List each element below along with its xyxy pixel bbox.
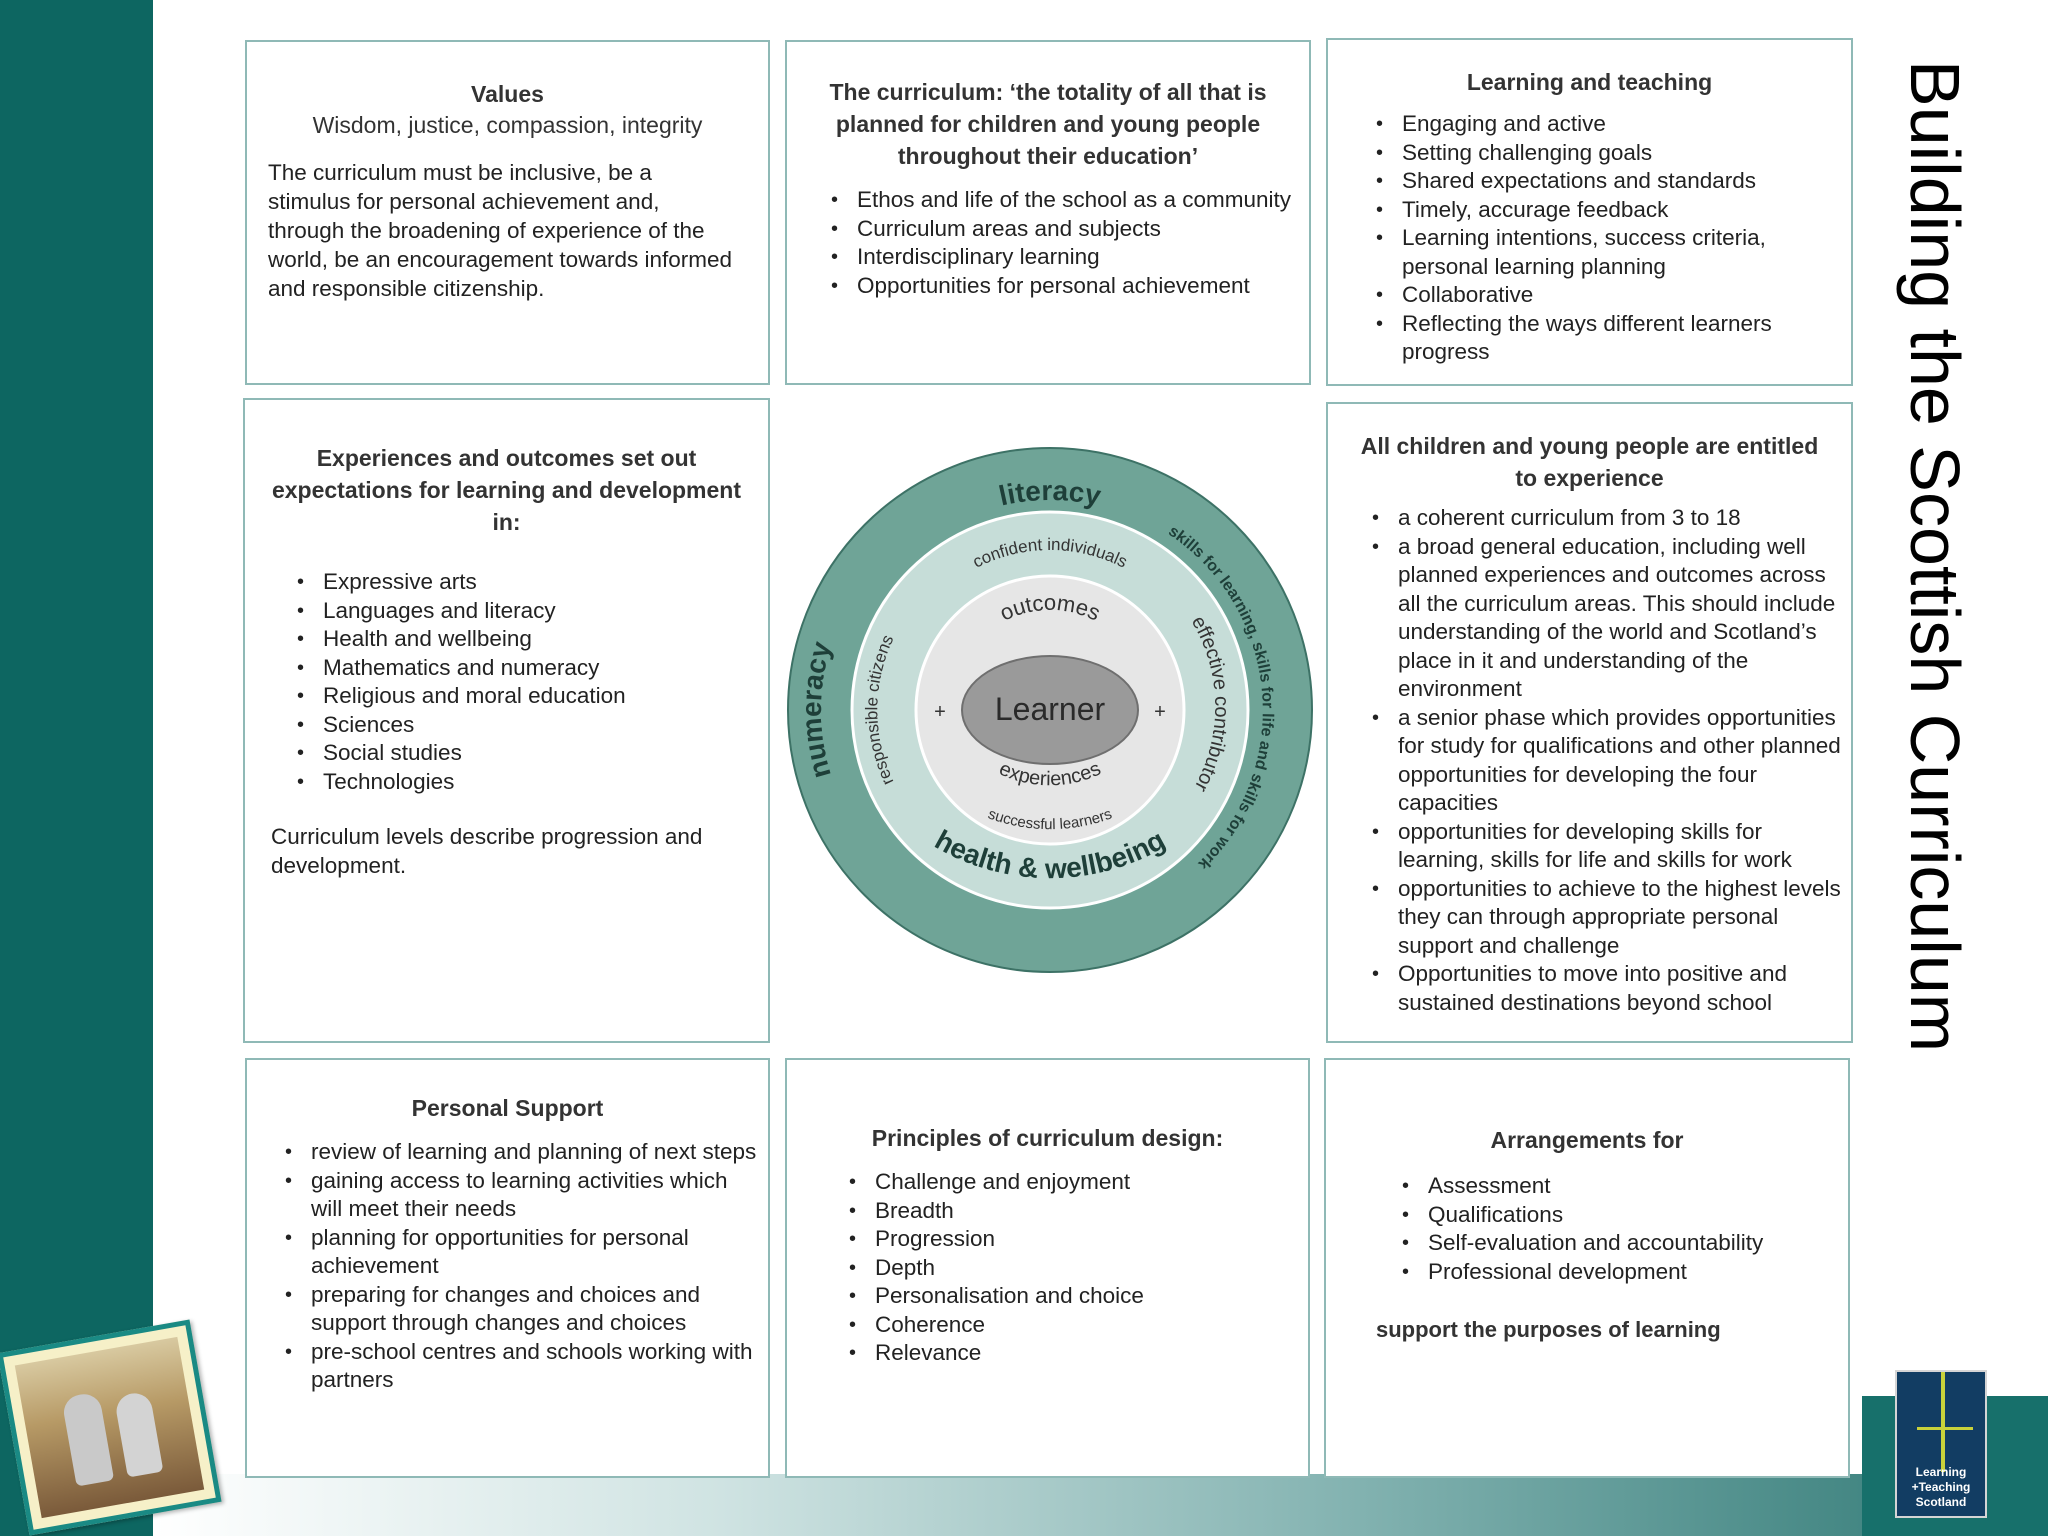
learning-teaching-scotland-logo: Learning +Teaching Scotland <box>1895 1370 1987 1518</box>
personal-support-list: review of learning and planning of next … <box>285 1138 762 1395</box>
list-item: Interdisciplinary learning <box>857 243 1301 272</box>
list-item: Religious and moral education <box>323 682 756 711</box>
list-item: Learning intentions, success criteria, p… <box>1402 224 1839 281</box>
arrangements-title: Arrangements for <box>1326 1124 1848 1156</box>
list-item: Assessment <box>1428 1172 1838 1201</box>
list-item: a senior phase which provides opportunit… <box>1398 704 1845 818</box>
list-item: Ethos and life of the school as a commun… <box>857 186 1301 215</box>
curriculum-list: Ethos and life of the school as a commun… <box>831 186 1301 300</box>
learning-teaching-title: Learning and teaching <box>1328 66 1851 98</box>
values-title: Values <box>247 78 768 110</box>
children-photo <box>0 1319 222 1535</box>
list-item: a coherent curriculum from 3 to 18 <box>1398 504 1845 533</box>
list-item: Self-evaluation and accountability <box>1428 1229 1838 1258</box>
list-item: Opportunities for personal achievement <box>857 272 1301 301</box>
curriculum-title: The curriculum: ‘the totality of all tha… <box>803 76 1293 172</box>
values-body: The curriculum must be inclusive, be a s… <box>268 158 740 303</box>
logo-vertical-bar <box>1941 1372 1945 1472</box>
left-accent-bar <box>0 0 153 1536</box>
arrangements-list: Assessment Qualifications Self-evaluatio… <box>1402 1172 1838 1286</box>
photo-image <box>15 1337 204 1518</box>
learning-teaching-box: Learning and teaching Engaging and activ… <box>1326 38 1853 386</box>
list-item: Expressive arts <box>323 568 756 597</box>
bottom-gradient-band <box>153 1474 2048 1536</box>
principles-box: Principles of curriculum design: Challen… <box>785 1058 1310 1478</box>
curriculum-wheel-diagram: literacy numeracy health & wellbeing ski… <box>780 440 1320 980</box>
experiences-list: Expressive arts Languages and literacy H… <box>297 568 756 796</box>
experiences-box: Experiences and outcomes set out expecta… <box>243 398 770 1043</box>
curriculum-box: The curriculum: ‘the totality of all tha… <box>785 40 1311 385</box>
arrangements-box: Arrangements for Assessment Qualificatio… <box>1324 1058 1850 1478</box>
list-item: Progression <box>875 1225 1298 1254</box>
list-item: Shared expectations and standards <box>1402 167 1839 196</box>
principles-title: Principles of curriculum design: <box>787 1122 1308 1154</box>
list-item: Sciences <box>323 711 756 740</box>
list-item: Curriculum areas and subjects <box>857 215 1301 244</box>
list-item: Qualifications <box>1428 1201 1838 1230</box>
slide-title-container: Building the Scottish Curriculum <box>1910 60 1970 1360</box>
list-item: Technologies <box>323 768 756 797</box>
logo-line-2: +Teaching <box>1897 1480 1985 1495</box>
list-item: Opportunities to move into positive and … <box>1398 960 1845 1017</box>
personal-support-title: Personal Support <box>247 1092 768 1124</box>
list-item: opportunities to achieve to the highest … <box>1398 875 1845 961</box>
entitled-title: All children and young people are entitl… <box>1358 430 1821 494</box>
list-item: Relevance <box>875 1339 1298 1368</box>
list-item: pre-school centres and schools working w… <box>311 1338 762 1395</box>
list-item: Depth <box>875 1254 1298 1283</box>
list-item: Setting challenging goals <box>1402 139 1839 168</box>
list-item: Mathematics and numeracy <box>323 654 756 683</box>
plus-left: + <box>934 701 946 723</box>
learning-teaching-list: Engaging and active Setting challenging … <box>1376 110 1839 367</box>
list-item: Timely, accurage feedback <box>1402 196 1839 225</box>
photo-child-right <box>114 1391 164 1478</box>
logo-text: Learning +Teaching Scotland <box>1897 1465 1985 1510</box>
personal-support-box: Personal Support review of learning and … <box>245 1058 770 1478</box>
list-item: Reflecting the ways different learners p… <box>1402 310 1839 367</box>
list-item: Engaging and active <box>1402 110 1839 139</box>
logo-line-1: Learning <box>1897 1465 1985 1480</box>
arrangements-footer: support the purposes of learning <box>1376 1316 1848 1344</box>
list-item: Health and wellbeing <box>323 625 756 654</box>
list-item: a broad general education, including wel… <box>1398 533 1845 704</box>
plus-right: + <box>1154 701 1166 723</box>
principles-list: Challenge and enjoyment Breadth Progress… <box>849 1168 1298 1368</box>
list-item: Languages and literacy <box>323 597 756 626</box>
logo-horizontal-bar <box>1917 1427 1973 1430</box>
list-item: Collaborative <box>1402 281 1839 310</box>
list-item: Breadth <box>875 1197 1298 1226</box>
list-item: Social studies <box>323 739 756 768</box>
list-item: Professional development <box>1428 1258 1838 1287</box>
list-item: planning for opportunities for personal … <box>311 1224 762 1281</box>
values-box: Values Wisdom, justice, compassion, inte… <box>245 40 770 385</box>
list-item: preparing for changes and choices and su… <box>311 1281 762 1338</box>
list-item: Coherence <box>875 1311 1298 1340</box>
list-item: Challenge and enjoyment <box>875 1168 1298 1197</box>
entitled-list: a coherent curriculum from 3 to 18 a bro… <box>1372 504 1845 1017</box>
slide-title: Building the Scottish Curriculum <box>1895 60 1975 1052</box>
list-item: Personalisation and choice <box>875 1282 1298 1311</box>
photo-child-left <box>61 1391 114 1486</box>
experiences-title: Experiences and outcomes set out expecta… <box>265 442 748 538</box>
list-item: opportunities for developing skills for … <box>1398 818 1845 875</box>
logo-line-3: Scotland <box>1897 1495 1985 1510</box>
experiences-footer: Curriculum levels describe progression a… <box>271 822 748 880</box>
values-subtitle: Wisdom, justice, compassion, integrity <box>247 110 768 140</box>
entitled-box: All children and young people are entitl… <box>1326 402 1853 1043</box>
list-item: review of learning and planning of next … <box>311 1138 762 1167</box>
center-label: Learner <box>995 691 1106 727</box>
list-item: gaining access to learning activities wh… <box>311 1167 762 1224</box>
